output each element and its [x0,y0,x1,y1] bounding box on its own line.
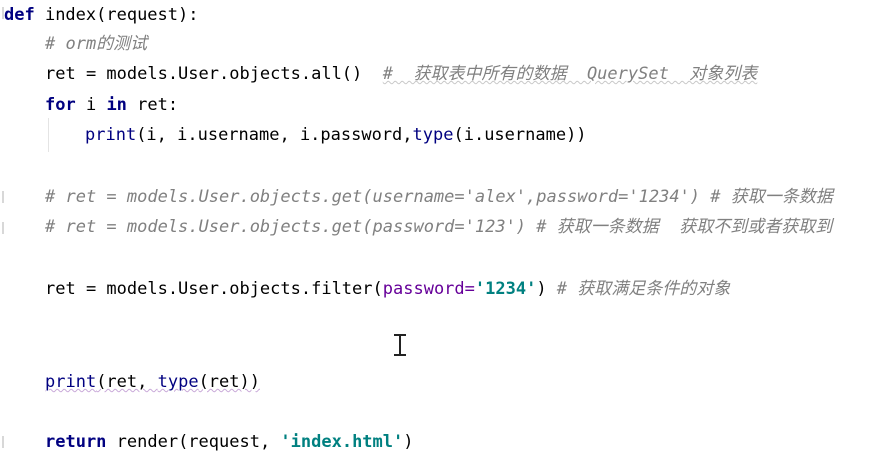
keyword-return: return [45,432,107,452]
code-line-comment-get-2[interactable]: # ret = models.User.objects.get(password… [45,214,832,240]
type-args: (ret)) [198,372,260,392]
code-line-filter[interactable]: ret = models.User.objects.filter(passwor… [45,276,730,302]
ret-all-statement: ret = models.User.objects.all() [45,64,363,84]
spacer [362,64,382,84]
code-line-def[interactable]: def index(request): [4,2,198,28]
text-cursor-ibeam [393,334,407,358]
close-paren: ) [403,432,414,452]
keyword-for: for [45,95,76,115]
print-args: (i, i.username, i.password, [136,125,413,145]
comment-get-password: # ret = models.User.objects.get(password… [45,217,833,237]
kwarg-password: password= [382,279,475,299]
gutter-fold-marker [2,7,4,19]
comment-filter: # 获取满足条件的对象 [546,279,731,299]
comment-get-username-password: # ret = models.User.objects.get(username… [45,187,833,207]
string-1234: '1234' [474,279,537,299]
string-index-html: 'index.html' [280,432,404,452]
code-line-comment-get-1[interactable]: # ret = models.User.objects.get(username… [45,184,833,210]
code-line-for[interactable]: for i in ret: [45,92,178,118]
builtin-print: print [85,125,137,145]
code-line-print-ret[interactable]: print(ret, type(ret)) [45,369,260,395]
builtin-print: print [45,372,97,392]
loop-iterable: ret: [126,95,179,115]
ret-filter-statement: ret = models.User.objects.filter( [45,279,383,299]
comment-orm-test: # orm的测试 [45,34,148,54]
close-paren: ) [536,279,547,299]
gutter-fold-marker [2,191,4,203]
builtin-type: type [412,125,454,145]
gutter-fold-marker [2,222,4,234]
type-args: (i.username)) [453,125,587,145]
render-call: render(request, [106,432,281,452]
code-line-ret-all[interactable]: ret = models.User.objects.all() # 获取表中所有… [45,61,757,87]
builtin-type: type [157,372,199,392]
code-line-print-fields[interactable]: print(i, i.username, i.password,type(i.u… [85,122,587,148]
print-args: (ret, [96,372,158,392]
keyword-def: def [4,5,35,25]
code-line-comment-orm[interactable]: # orm的测试 [45,31,147,57]
code-line-return[interactable]: return render(request, 'index.html') [45,429,414,455]
comment-get-all: # 获取表中所有的数据 QuerySet 对象列表 [382,64,758,84]
keyword-in: in [106,95,127,115]
function-signature: index(request): [34,5,199,25]
gutter-fold-marker [2,436,4,448]
loop-variable: i [75,95,107,115]
indent-guide [48,118,49,152]
